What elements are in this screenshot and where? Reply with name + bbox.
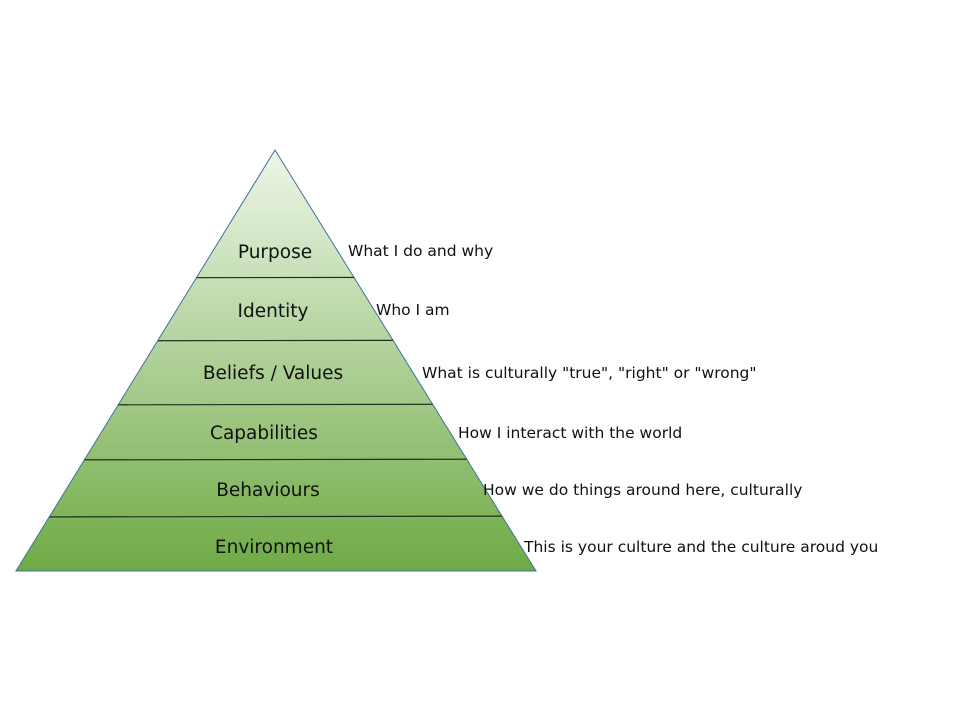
level-description-identity: Who I am [376, 301, 450, 319]
level-description-beliefs-values: What is culturally "true", "right" or "w… [422, 364, 757, 382]
level-label-environment: Environment [215, 537, 333, 558]
level-description-behaviours: How we do things around here, culturally [483, 481, 802, 499]
level-label-identity: Identity [238, 301, 309, 322]
level-label-purpose: Purpose [238, 242, 312, 263]
divider [16, 515, 536, 518]
divider [16, 339, 536, 342]
divider [16, 276, 536, 279]
level-label-capabilities: Capabilities [210, 423, 318, 444]
divider [16, 403, 536, 406]
level-label-behaviours: Behaviours [216, 480, 320, 501]
level-description-environment: This is your culture and the culture aro… [523, 538, 878, 556]
level-description-capabilities: How I interact with the world [458, 424, 682, 442]
level-label-beliefs-values: Beliefs / Values [203, 363, 343, 384]
pyramid-shape [15, 149, 537, 572]
level-description-purpose: What I do and why [348, 242, 493, 260]
